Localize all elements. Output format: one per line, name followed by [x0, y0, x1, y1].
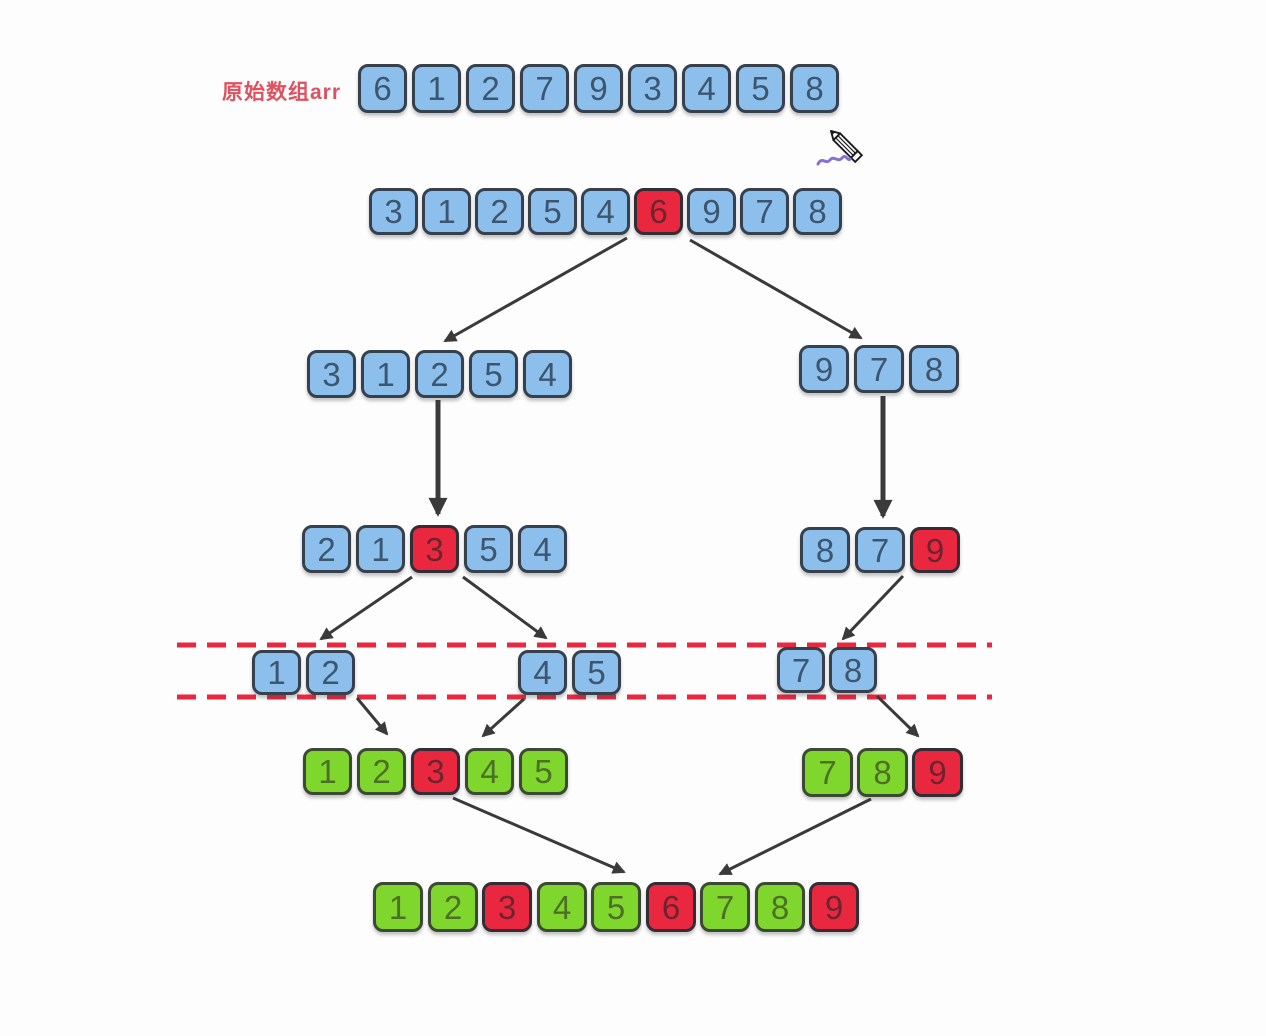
array-cell-left-sorted-4: 5: [519, 748, 568, 795]
array-cell-pair-4-5-0: 4: [518, 650, 567, 695]
arrow-11: [718, 797, 872, 876]
array-cell-original-4: 9: [574, 64, 623, 113]
array-cell-partition-pass-2: 2: [475, 188, 524, 235]
ink-squiggle-mark: [816, 152, 852, 175]
arrow-0: [443, 236, 628, 343]
array-cell-left-subarray-0: 3: [307, 350, 356, 398]
pencil-cursor-icon: [820, 120, 872, 177]
array-cell-partition-pass-7: 7: [740, 188, 789, 235]
array-cell-partition-pass-8: 8: [793, 188, 842, 235]
array-cell-left-partitioned-4: 4: [518, 525, 567, 573]
array-cell-right-sorted-0: 7: [802, 748, 853, 797]
array-cell-right-sorted-2: 9: [912, 748, 963, 797]
arrow-1: [689, 238, 863, 340]
array-cell-partition-pass-1: 1: [422, 188, 471, 235]
array-cell-final-sorted-6: 7: [700, 882, 750, 932]
arrow-5: [462, 575, 548, 640]
array-cell-final-sorted-0: 1: [373, 882, 423, 932]
array-cell-partition-pass-4: 4: [581, 188, 630, 235]
array-cell-left-subarray-2: 2: [415, 350, 464, 398]
array-cell-original-8: 8: [790, 64, 839, 113]
array-cell-final-sorted-7: 8: [755, 882, 805, 932]
array-cell-left-partitioned-0: 2: [302, 525, 351, 573]
array-cell-left-subarray-3: 5: [469, 350, 518, 398]
array-cell-partition-pass-3: 5: [528, 188, 577, 235]
array-cell-final-sorted-4: 5: [591, 882, 641, 932]
array-cell-right-partitioned-0: 8: [800, 527, 850, 573]
array-cell-original-7: 5: [736, 64, 785, 113]
array-cell-final-sorted-8: 9: [809, 882, 859, 932]
array-cell-right-subarray-1: 7: [854, 345, 904, 393]
arrow-6: [841, 574, 905, 641]
array-cell-pair-1-2-0: 1: [252, 650, 301, 695]
array-cell-original-0: 6: [358, 64, 407, 113]
array-cell-left-partitioned-1: 1: [356, 525, 405, 573]
array-cell-right-partitioned-1: 7: [855, 527, 905, 573]
array-cell-pair-7-8-0: 7: [777, 647, 825, 693]
array-cell-right-sorted-1: 8: [857, 748, 908, 797]
array-cell-left-sorted-2: 3: [411, 748, 460, 795]
array-cell-original-1: 1: [412, 64, 461, 113]
array-cell-left-sorted-3: 4: [465, 748, 514, 795]
array-cell-original-5: 3: [628, 64, 677, 113]
array-cell-final-sorted-2: 3: [482, 882, 532, 932]
array-cell-partition-pass-6: 9: [687, 188, 736, 235]
array-cell-left-subarray-4: 4: [523, 350, 572, 398]
array-cell-partition-pass-5: 6: [634, 188, 683, 235]
array-cell-final-sorted-5: 6: [646, 882, 696, 932]
array-cell-right-subarray-0: 9: [799, 345, 849, 393]
array-cell-right-subarray-2: 8: [909, 345, 959, 393]
array-cell-pair-4-5-1: 5: [572, 650, 621, 695]
array-cell-left-partitioned-2: 3: [410, 525, 459, 573]
array-cell-partition-pass-0: 3: [369, 188, 418, 235]
array-cell-right-partitioned-2: 9: [910, 527, 960, 573]
array-cell-original-6: 4: [682, 64, 731, 113]
array-cell-final-sorted-3: 4: [537, 882, 587, 932]
arrow-8: [481, 697, 526, 738]
array-cell-pair-7-8-1: 8: [829, 647, 877, 693]
original-array-label: 原始数组arr: [222, 81, 342, 104]
arrow-10: [452, 796, 626, 874]
array-cell-pair-1-2-1: 2: [306, 650, 355, 695]
arrow-9: [875, 694, 920, 738]
array-cell-original-2: 2: [466, 64, 515, 113]
array-cell-left-partitioned-3: 5: [464, 525, 513, 573]
array-cell-final-sorted-1: 2: [428, 882, 478, 932]
array-cell-left-sorted-0: 1: [303, 748, 352, 795]
array-cell-left-subarray-1: 1: [361, 350, 410, 398]
array-cell-left-sorted-1: 2: [357, 748, 406, 795]
array-cell-original-3: 7: [520, 64, 569, 113]
arrow-7: [355, 697, 389, 736]
arrow-4: [319, 575, 413, 641]
